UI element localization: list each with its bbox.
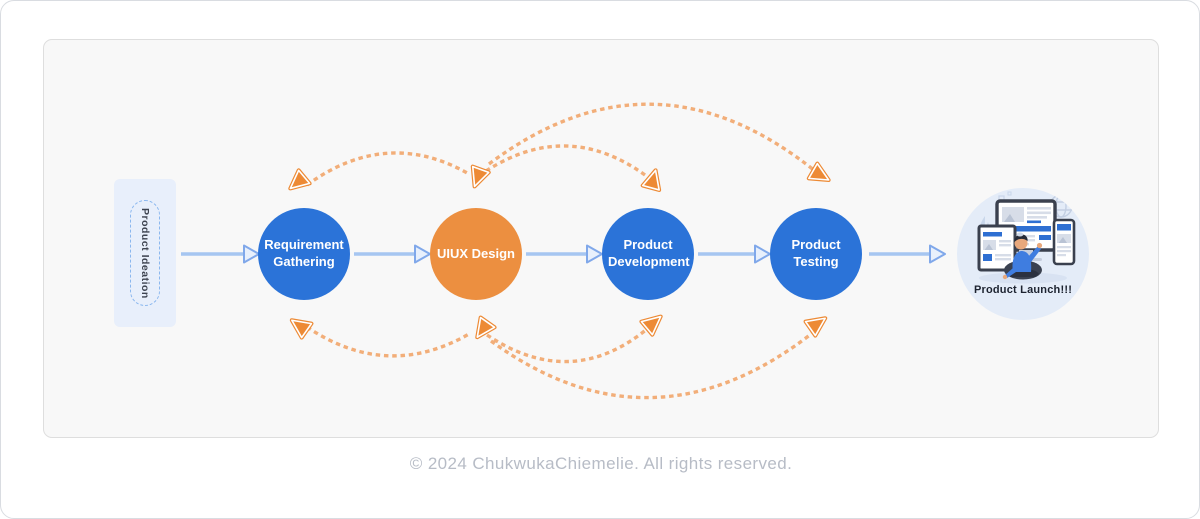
- deco-square: [1007, 191, 1012, 196]
- person: [1002, 232, 1043, 280]
- stage-label: Product Development: [608, 237, 690, 269]
- stage-label: Product Testing: [791, 237, 841, 269]
- stage-product-development: Product Development: [602, 208, 694, 300]
- product-ideation-box: Product Ideation: [114, 179, 176, 327]
- copyright-text: © 2024 ChukwukaChiemelie. All rights res…: [409, 454, 793, 473]
- stage-label: UIUX Design: [436, 245, 515, 261]
- product-ideation-label: Product Ideation: [139, 207, 151, 299]
- product-launch-label: Product Launch!!!: [973, 284, 1073, 296]
- stage-uiux-design: UIUX Design: [430, 208, 522, 300]
- product-launch-circle: Product Launch!!!: [957, 188, 1089, 320]
- phone: [1052, 218, 1076, 266]
- product-launch-illustration: [977, 191, 1076, 284]
- product-ideation-pill: Product Ideation: [130, 200, 160, 306]
- stage-label: Requirement Gathering: [264, 237, 344, 269]
- stage-product-testing: Product Testing: [770, 208, 862, 300]
- stage-requirement-gathering: Requirement Gathering: [258, 208, 350, 300]
- tablet: [977, 224, 1017, 272]
